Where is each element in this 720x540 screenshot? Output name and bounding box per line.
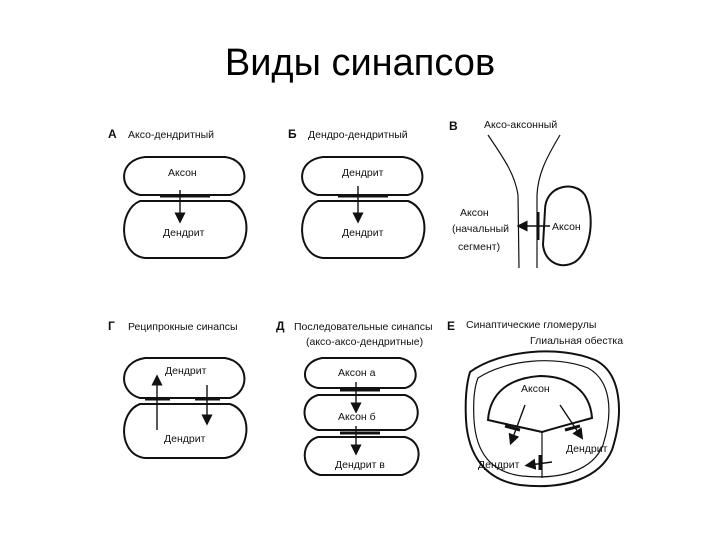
- page-title: Виды синапсов: [224, 42, 496, 84]
- panel-v: В Аксо-аксонный Аксон (начальный сегмент…: [449, 119, 592, 269]
- synaptic-cleft-right: [564, 424, 581, 432]
- panel-a: А Аксо-дендритный Аксон Дендрит: [108, 127, 248, 259]
- axon-terminal-shape: [541, 185, 592, 267]
- panel-g: Г Реципрокные синапсы Дендрит Дендрит: [108, 319, 248, 459]
- panel-e-letter: Е: [447, 319, 455, 333]
- panel-a-letter: А: [108, 127, 117, 141]
- dendrite-bottom-shape: [123, 403, 248, 459]
- panel-d-top-label: Аксон а: [338, 367, 376, 379]
- dendrite-shape: [123, 200, 248, 259]
- panel-v-left-label-3: сегмент): [458, 241, 500, 253]
- panel-d-mid-label: Аксон б: [338, 411, 376, 423]
- panel-d-caption: Последовательные синапсы: [294, 321, 433, 333]
- panel-a-caption: Аксо-дендритный: [128, 129, 214, 141]
- panel-d: Д Последовательные синапсы (аксо-аксо-де…: [276, 319, 433, 476]
- dendrite-v-shape: [303, 436, 420, 476]
- panel-g-top-label: Дендрит: [165, 365, 207, 377]
- panel-b: Б Дендро-дендритный Дендрит Дендрит: [288, 127, 426, 259]
- panel-v-caption: Аксо-аксонный: [484, 119, 557, 131]
- panel-e: Е Синаптические гломерулы Глиальная обес…: [447, 319, 623, 488]
- panel-e-dendrite-right-label: Дендрит: [566, 443, 608, 455]
- arrow-bottom: [524, 458, 553, 470]
- panel-b-bottom-label: Дендрит: [342, 227, 384, 239]
- panel-e-axon-label: Аксон: [521, 383, 550, 395]
- panel-b-letter: Б: [288, 127, 297, 141]
- arrow-left: [508, 404, 526, 446]
- dendrite-bottom-shape: [301, 200, 426, 259]
- panel-a-top-label: Аксон: [168, 167, 197, 179]
- panel-a-bottom-label: Дендрит: [163, 227, 205, 239]
- panel-g-letter: Г: [108, 319, 115, 333]
- axon-a-shape: [304, 357, 417, 389]
- dendrite-top-shape: [123, 357, 246, 399]
- glial-sheath-outer: [464, 350, 620, 488]
- axon-terminal: [486, 374, 594, 434]
- axon-initial-segment-left: [487, 134, 520, 269]
- panel-e-dendrite-left-label: Дендрит: [478, 459, 520, 471]
- panel-v-left-label-1: Аксон: [460, 207, 489, 219]
- panel-v-left-label-2: (начальный: [452, 223, 509, 235]
- panel-v-letter: В: [449, 119, 458, 133]
- panel-g-bottom-label: Дендрит: [164, 433, 206, 445]
- panel-v-right-label: Аксон: [552, 221, 581, 233]
- panel-g-caption: Реципрокные синапсы: [128, 321, 238, 333]
- glial-sheath-inner: [473, 360, 610, 478]
- axon-initial-segment-right: [536, 134, 561, 268]
- panel-b-caption: Дендро-дендритный: [308, 129, 408, 141]
- axon-shape: [123, 156, 246, 196]
- panel-d-caption-2: (аксо-аксо-дендритные): [306, 336, 423, 348]
- synaptic-cleft-left: [504, 424, 521, 432]
- arrow-right: [559, 404, 584, 440]
- panel-e-caption-2: Глиальная обестка: [530, 335, 623, 347]
- panel-d-bottom-label: Дендрит в: [335, 459, 385, 471]
- panel-e-caption: Синаптические гломерулы: [466, 319, 596, 331]
- axon-b-shape: [303, 394, 419, 431]
- panel-b-top-label: Дендрит: [342, 167, 384, 179]
- panel-d-letter: Д: [276, 319, 285, 333]
- dendrite-top-shape: [301, 156, 424, 196]
